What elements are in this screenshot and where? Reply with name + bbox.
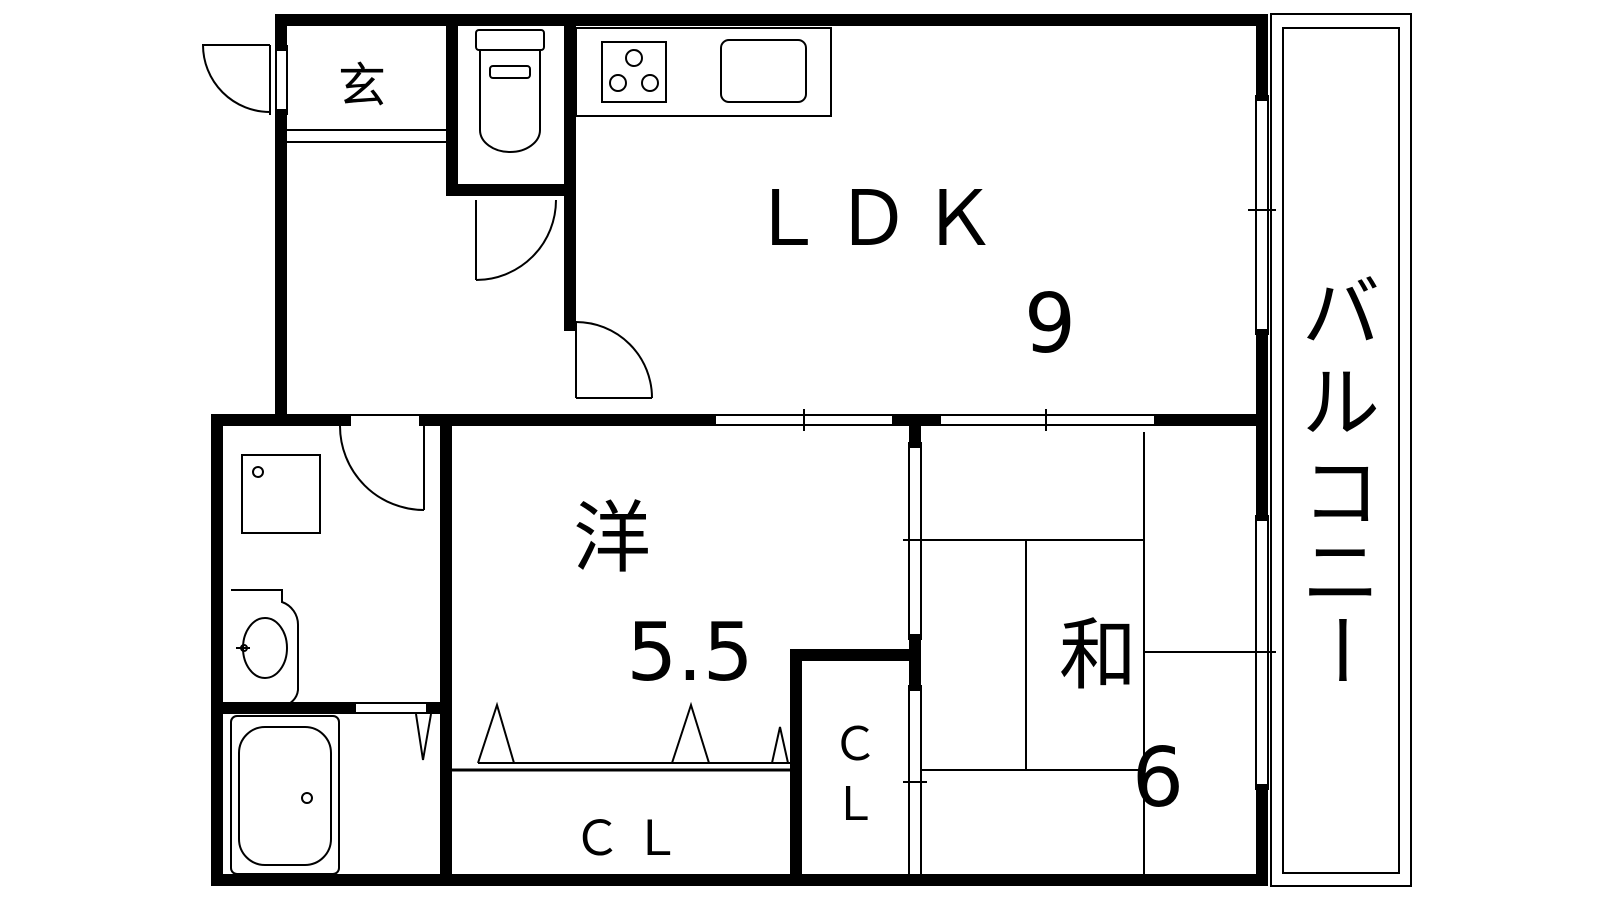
interior-walls (211, 14, 1268, 886)
closet-side-label-c: Ｃ (832, 717, 878, 771)
kitchen-sink-icon (720, 39, 807, 103)
windows (275, 45, 1276, 880)
bathtub-icon (230, 715, 340, 875)
toilet-icon (475, 29, 545, 153)
balcony-label-char-3: コ (1302, 449, 1380, 539)
ldk-size-label: 9 (1024, 277, 1076, 372)
balcony-label-char-1: バ (1302, 269, 1380, 359)
western-room-label: 洋 (573, 494, 651, 584)
labels: 玄 ＬＤＫ 9 洋 5.5 和 6 ＣＬ Ｃ Ｌ バ ル コ ニ ー (338, 58, 1384, 867)
doors (201, 44, 789, 764)
closet-side-label-l: Ｌ (832, 777, 878, 831)
japanese-size-label: 6 (1132, 731, 1184, 826)
stove-burner-icon (625, 49, 643, 67)
balcony (1270, 13, 1412, 887)
balcony-label-char-2: ル (1302, 359, 1380, 449)
washbasin-icon (231, 589, 300, 707)
ldk-label: ＬＤＫ (749, 174, 1007, 263)
stove-burner-icon (641, 74, 659, 92)
entrance-label: 玄 (338, 58, 386, 114)
tatami-lines (921, 432, 1256, 874)
exterior-walls (211, 14, 1268, 886)
balcony-label-char-4: ニ (1302, 529, 1380, 619)
closet-label: ＣＬ (573, 811, 693, 867)
balcony-label-char-5: ー (1294, 611, 1384, 689)
japanese-room-label: 和 (1059, 611, 1137, 701)
western-size-label: 5.5 (626, 606, 753, 699)
stove-burner-icon (609, 74, 627, 92)
kitchen-counter (575, 27, 832, 117)
washing-machine-icon (241, 454, 321, 534)
